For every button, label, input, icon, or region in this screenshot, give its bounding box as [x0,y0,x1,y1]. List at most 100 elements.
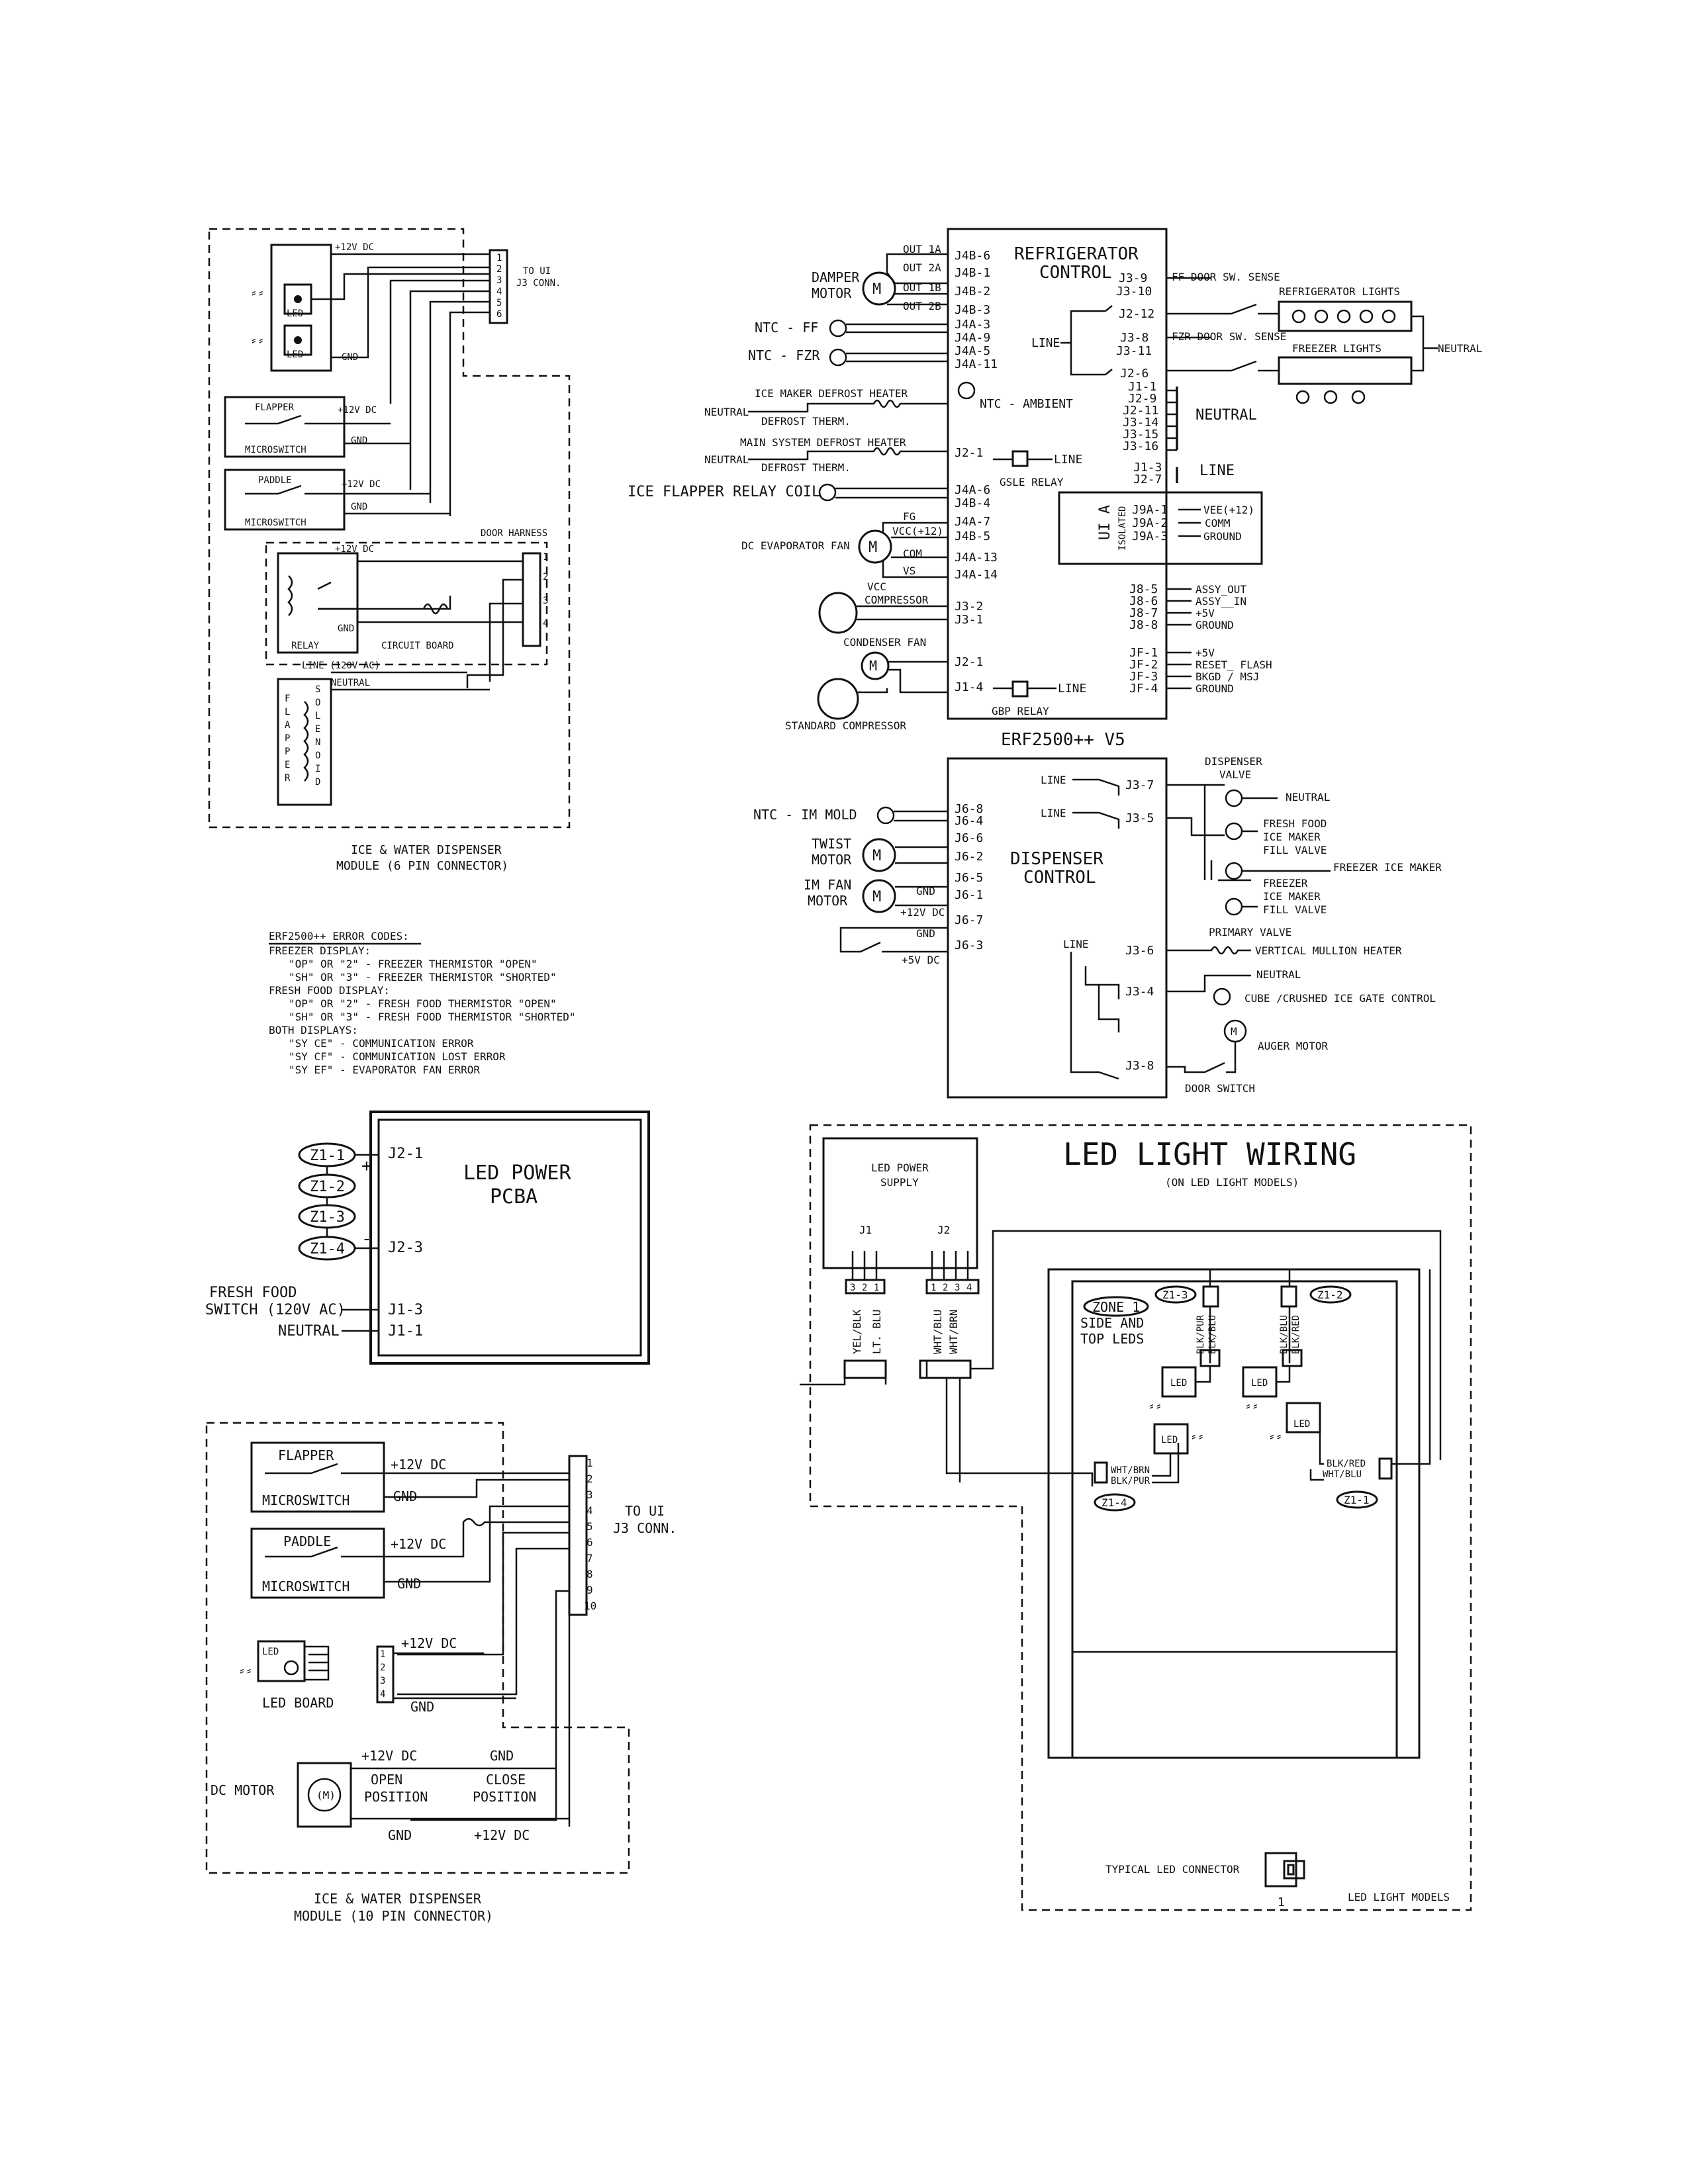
zone-label: Z1-1 [1344,1494,1370,1506]
pin-label: J8-7 [1129,606,1158,620]
led-supply-label: LED POWER [871,1161,929,1174]
out-label: OUT 1B [903,281,941,294]
zone-1-sub-label: SIDE AND [1080,1315,1144,1331]
circuit-board-label: CIRCUIT BOARD [381,641,454,651]
line-ac-label: LINE (120V AC) [302,660,380,671]
neutral-big-label: NEUTRAL [1196,407,1257,424]
solenoid-vertical-label: D [315,777,320,788]
six-pin-title: ICE & WATER DISPENSER [351,843,502,857]
wire-label: BLK/PUR [1111,1476,1150,1486]
led-label-2: LED [287,349,303,360]
fresh-food-switch-label: SWITCH (120V AC) [205,1302,346,1318]
flapper-label: FLAPPER [255,402,295,413]
error-code-line: "OP" OR "2" - FRESH FOOD THERMISTOR "OPE… [289,997,557,1010]
ui-a-isolated-box [1058,491,1263,565]
ten-pin-title: ICE & WATER DISPENSER [314,1891,482,1907]
pin-label: JF-2 [1129,658,1158,672]
zone-label: Z1-4 [1102,1496,1127,1509]
zone-label: Z1-3 [1162,1289,1188,1301]
gnd-label: GND [351,435,367,446]
pin-label: J8-6 [1129,594,1158,608]
zone-label: Z1-4 [310,1241,345,1257]
dc-motor-label: DC MOTOR [211,1782,275,1798]
v12-label: +12V DC [342,479,381,490]
fresh-food-label: FRESH FOOD [209,1285,297,1301]
pin-label: J3-8 [1120,331,1149,345]
error-code-line: FREEZER DISPLAY: [269,944,371,957]
pin-label: 4 [543,618,548,629]
motor-symbol: M [872,848,881,864]
error-code-line: "SH" OR "3" - FREEZER THERMISTOR "SHORTE… [289,971,557,983]
compressor-label: COMPRESSOR [865,594,929,606]
pin-label: J6-4 [955,814,983,828]
line-label: LINE [1063,938,1089,950]
led-label: LED [1293,1419,1310,1430]
defrost-therm-label: DEFROST THERM. [761,415,851,428]
pin-label: J4A-7 [955,515,990,529]
light-rays-icon: ⸗⸗ [1190,1430,1205,1443]
error-codes: ERF2500++ ERROR CODES: FREEZER DISPLAY: … [269,930,575,1076]
j8-signal-label: ASSY_OUT [1196,583,1246,596]
led-wiring-subtitle: (ON LED LIGHT MODELS) [1165,1176,1299,1189]
compressor-icon [817,678,859,720]
j1-3-label: J1-3 [388,1302,423,1318]
refrigerator-lights-label: REFRIGERATOR LIGHTS [1279,285,1400,298]
z1-1-connector [1378,1457,1393,1480]
paddle-microswitch [224,469,346,531]
pin-label: 2 [586,1473,593,1485]
pin-label: J6-3 [955,938,983,952]
board-connector [376,1645,395,1704]
error-code-line: "SH" OR "3" - FRESH FOOD THERMISTOR "SHO… [289,1011,575,1023]
pin-label: 4 [586,1504,593,1517]
light-rays-icon: ⸗⸗ [1268,1430,1283,1443]
flapper-solenoid [277,678,332,806]
ff-ice-maker-label: ICE MAKER [1263,831,1321,843]
pin-label: J9A-3 [1132,529,1168,543]
ice-maker-defrost-label: ICE MAKER DEFROST HEATER [755,387,908,400]
neutral-label: NEUTRAL [704,453,749,466]
neutral-label: NEUTRAL [704,406,749,418]
standard-compressor-label: STANDARD COMPRESSOR [785,719,906,732]
defrost-therm-label: DEFROST THERM. [761,461,851,474]
fan-motor-icon [861,651,890,680]
to-ui-conn-label: J3 CONN. [516,278,561,289]
fzr-door-sense-label: FZR DOOR SW. SENSE [1172,330,1286,343]
gnd-label: GND [388,1827,412,1843]
vcc-compressor-label: VCC [867,580,886,593]
pin-label: 4 [380,1689,385,1700]
wire-label: WHT/BLU [931,1310,944,1354]
pin-label: 3 [955,1283,960,1293]
dispenser-control-subtitle: CONTROL [1023,868,1096,887]
pin-label: 6 [586,1536,593,1549]
line-label: LINE [1041,774,1066,786]
paddle-label: PADDLE [258,475,292,486]
im-fan-motor-label: MOTOR [808,893,848,909]
led-label-1: LED [287,308,303,319]
gnd-label: GND [410,1699,434,1715]
dc-evap-fan-label: DC EVAPORATOR FAN [741,539,850,552]
relay-label: RELAY [291,641,320,651]
pin-label: J4B-3 [955,303,990,317]
freezer-lights-box [1278,356,1413,385]
pin-label: J4B-6 [955,249,990,263]
valve-label: VALVE [1219,768,1251,781]
dispenser-valve-label: DISPENSER [1205,755,1262,768]
pin-label: J3-6 [1125,944,1154,958]
pin-label: J1-1 [1128,380,1156,394]
vs-label: VS [903,565,915,577]
six-pin-module: LED LED ⸗⸗ ⸗⸗ +12V DC GND 1 2 3 4 5 6 TO… [208,228,571,873]
gnd-label: GND [916,927,935,940]
light-rays-icon: ⸗⸗ [238,1664,253,1678]
ntc-im-mold-label: NTC - IM MOLD [753,807,857,823]
jf-signal-label: +5V [1196,647,1215,659]
zone-label: Z1-2 [310,1179,345,1195]
j9-signal-label: GROUND [1203,530,1242,543]
harness-connector [522,552,541,647]
error-code-line: BOTH DISPLAYS: [269,1024,358,1036]
wire-label: BLK/RED [1291,1315,1301,1354]
pin-label: 3 [380,1676,385,1686]
valve-icon [1225,789,1243,807]
valve-icon [1225,822,1243,841]
pin-label: J2-1 [955,446,983,460]
motor-symbol: M [872,889,881,905]
